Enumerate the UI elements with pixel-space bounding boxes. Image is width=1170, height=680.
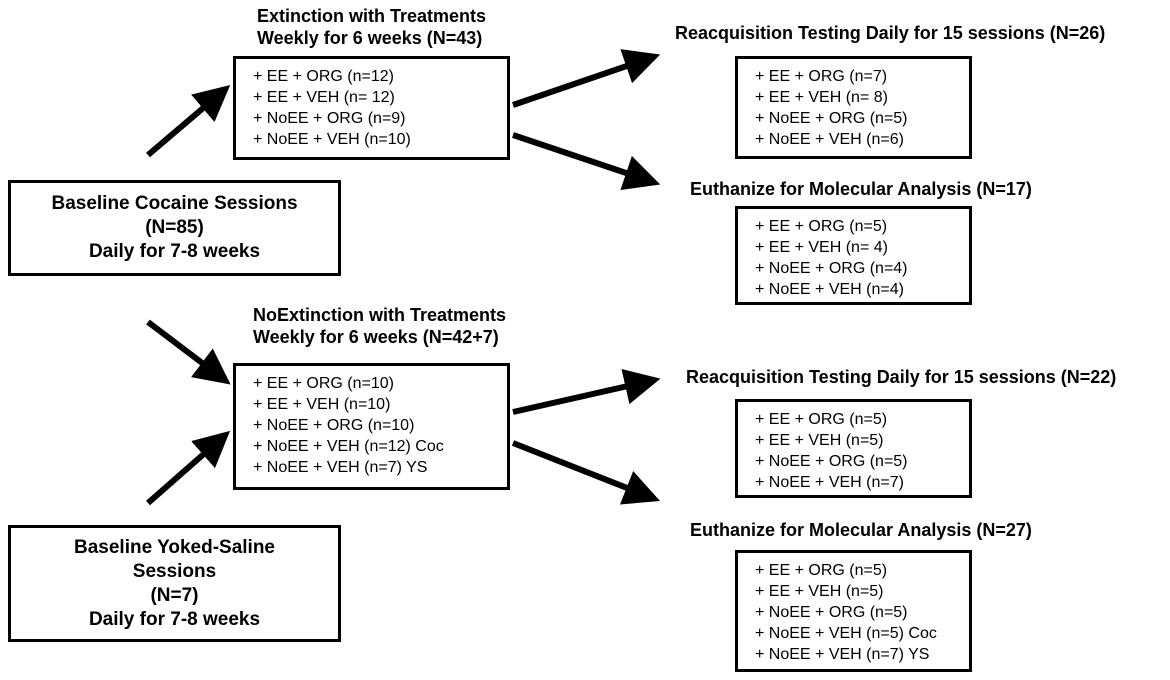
arrow-baseline-to-noextinction [146,319,231,385]
group-item: + EE + VEH (n=10) [253,396,391,413]
group-item: + EE + VEH (n= 4) [755,239,888,256]
group-item: + EE + VEH (n= 12) [253,89,395,106]
extinction-heading: Extinction with Treatments Weekly for 6 … [257,5,486,49]
baseline-cocaine-duration: Daily for 7-8 weeks [88,241,261,262]
group-item: + NoEE + VEH (n=7) YS [253,459,428,476]
arrow-noextinction-to-reacquisition [512,369,661,415]
reacquisition-top-groups-box: + EE + ORG (n=7) + EE + VEH (n= 8) + NoE… [735,56,972,159]
group-item: + EE + VEH (n= 8) [755,89,888,106]
noextinction-schedule: Weekly for 6 weeks (N=42+7) [253,327,499,347]
group-item: + NoEE + VEH (n=6) [755,131,904,148]
group-item: + NoEE + VEH (n=10) [253,131,411,148]
reacquisition-bottom-title: Reacquisition Testing Daily for 15 sessi… [686,367,1117,387]
baseline-yoked-saline-n: (N=7) [150,584,199,606]
extinction-groups-box: + EE + ORG (n=12) + EE + VEH (n= 12) + N… [233,56,510,160]
group-item: + NoEE + VEH (n=5) Coc [755,625,937,642]
baseline-yoked-saline-sessions: Sessions [132,560,217,582]
euthanize-bottom-groups-box: + EE + ORG (n=5) + EE + VEH (n=5) + NoEE… [735,550,972,672]
euthanize-bottom-title: Euthanize for Molecular Analysis (N=27) [690,520,1032,540]
baseline-cocaine-box: Baseline Cocaine Sessions (N=85) Daily f… [8,180,341,276]
noextinction-title: NoExtinction with Treatments [253,305,507,325]
extinction-title: Extinction with Treatments [257,6,487,26]
group-item: + NoEE + VEH (n=12) Coc [253,438,444,455]
group-item: + EE + ORG (n=5) [755,562,888,579]
arrow-noextinction-to-euthanize [511,440,661,505]
group-item: + EE + ORG (n=5) [755,218,888,235]
extinction-schedule: Weekly for 6 weeks (N=43) [257,28,483,48]
arrow-extinction-to-euthanize [512,132,661,191]
baseline-cocaine-title: Baseline Cocaine Sessions [51,193,298,214]
noextinction-heading: NoExtinction with Treatments Weekly for … [253,304,506,348]
group-item: + NoEE + ORG (n=5) [755,604,908,621]
euthanize-top-groups-box: + EE + ORG (n=5) + EE + VEH (n= 4) + NoE… [735,206,972,305]
reacquisition-top-title: Reacquisition Testing Daily for 15 sessi… [675,23,1106,43]
group-item: + NoEE + VEH (n=7) YS [755,646,930,663]
arrow-yoked-to-noextinction [146,430,231,506]
arrow-extinction-to-reacquisition [512,49,661,108]
group-item: + EE + VEH (n=5) [755,583,884,600]
group-item: + NoEE + ORG (n=10) [253,417,415,434]
baseline-yoked-saline-duration: Daily for 7-8 weeks [88,608,261,630]
group-item: + EE + ORG (n=5) [755,411,888,428]
arrow-baseline-to-extinction [146,84,231,158]
group-item: + NoEE + VEH (n=7) [755,474,904,491]
group-item: + NoEE + ORG (n=5) [755,110,908,127]
group-item: + EE + ORG (n=7) [755,68,888,85]
group-item: + NoEE + ORG (n=4) [755,260,908,277]
baseline-yoked-saline-title: Baseline Yoked-Saline [74,536,275,558]
group-item: + EE + ORG (n=10) [253,375,394,392]
baseline-yoked-saline-box: Baseline Yoked-Saline Sessions (N=7) Dai… [8,525,341,642]
euthanize-top-title: Euthanize for Molecular Analysis (N=17) [690,179,1032,199]
group-item: + NoEE + ORG (n=9) [253,110,406,127]
group-item: + EE + ORG (n=12) [253,68,394,85]
group-item: + EE + VEH (n=5) [755,432,884,449]
noextinction-groups-box: + EE + ORG (n=10) + EE + VEH (n=10) + No… [233,363,510,490]
group-item: + NoEE + ORG (n=5) [755,453,908,470]
baseline-cocaine-n: (N=85) [145,217,204,238]
reacquisition-bottom-groups-box: + EE + ORG (n=5) + EE + VEH (n=5) + NoEE… [735,399,972,498]
group-item: + NoEE + VEH (n=4) [755,281,904,298]
